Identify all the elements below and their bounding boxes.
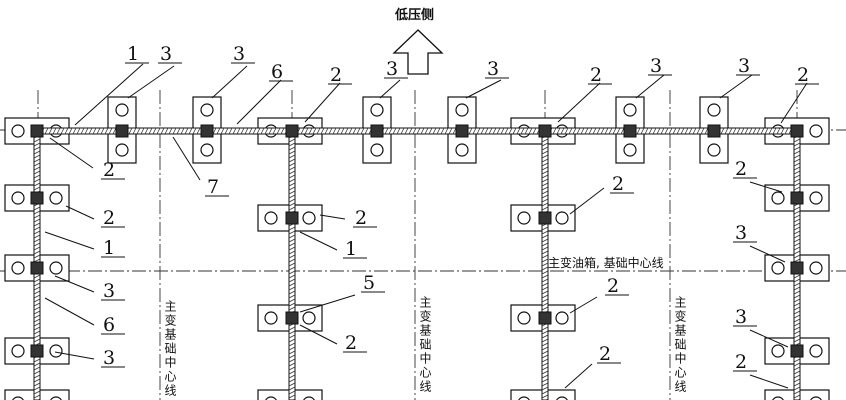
leader-line: [557, 82, 601, 123]
clamp-block: [115, 124, 129, 138]
connection-plates: [4, 96, 830, 400]
clamp-block: [538, 124, 552, 138]
clamp-block: [200, 124, 214, 138]
callout-n6: 6: [103, 314, 115, 336]
vertical-centerline-label-3: 主变基础中心线: [673, 296, 687, 394]
callout-n3: 3: [735, 222, 747, 244]
grounding-bar-vertical: [288, 130, 296, 400]
callout-n2: 2: [330, 64, 342, 86]
callout-n2: 2: [103, 207, 115, 229]
clamp-block: [30, 191, 44, 205]
callout-n2: 2: [345, 332, 357, 354]
leader-line: [749, 181, 783, 193]
vertical-centerline-label-1: 主变基础中心线: [163, 300, 177, 398]
low-voltage-side-indicator: 低压侧: [392, 7, 444, 75]
grounding-bar-horizontal: [36, 127, 798, 135]
vertical-centerline-text-3: 主变基础中心线: [673, 296, 687, 394]
leader-line: [172, 136, 201, 181]
vertical-centerline-text-2: 主变基础中心线: [418, 296, 432, 394]
bar-clamps: [30, 124, 804, 358]
tank-centerline-label: 主变油箱, 基础中心线: [548, 255, 664, 270]
leader-line: [299, 231, 338, 251]
callout-n3: 3: [738, 55, 750, 77]
clamp-block: [790, 124, 804, 138]
leader-line: [379, 79, 401, 99]
leader-line: [780, 82, 808, 124]
leader-line: [569, 187, 605, 215]
clamp-block: [790, 191, 804, 205]
clamp-block: [538, 211, 552, 225]
leader-line: [65, 205, 95, 220]
leader-line: [564, 363, 593, 389]
callout-n3: 3: [386, 58, 398, 80]
leader-line: [44, 297, 95, 326]
leader-line: [319, 214, 346, 220]
callout-n2: 2: [607, 275, 619, 297]
leader-line: [304, 82, 341, 123]
callout-n5: 5: [363, 272, 375, 294]
clamp-block: [707, 124, 721, 138]
callout-n2: 2: [355, 207, 367, 229]
leader-line: [719, 74, 753, 99]
vertical-centerline-text-1: 主变基础中心线: [163, 300, 177, 398]
callout-n3: 3: [233, 43, 245, 65]
clamp-block: [30, 261, 44, 275]
leader-line: [49, 137, 94, 169]
up-arrow-icon: [392, 29, 444, 75]
leader-line: [74, 63, 144, 126]
clamp-block: [790, 344, 804, 358]
callout-n2: 2: [612, 173, 624, 195]
callout-n2: 2: [735, 158, 747, 180]
leader-line: [127, 65, 175, 99]
clamp-block: [538, 311, 552, 325]
leader-line: [44, 231, 95, 250]
callout-n1: 1: [127, 43, 139, 65]
callout-n3: 3: [735, 306, 747, 328]
clamp-block: [455, 124, 469, 138]
callout-n7: 7: [207, 176, 219, 198]
clamp-block: [285, 124, 299, 138]
callout-n2: 2: [599, 343, 611, 365]
leader-line: [749, 245, 786, 263]
low-voltage-side-title: 低压侧: [394, 7, 434, 23]
callout-n3: 3: [650, 55, 662, 77]
clamp-block: [790, 261, 804, 275]
leader-line: [54, 275, 95, 293]
leader-line: [635, 74, 665, 99]
clamp-block: [30, 344, 44, 358]
leader-line: [211, 65, 248, 99]
callout-n1: 1: [345, 238, 357, 260]
clamp-block: [370, 124, 384, 138]
vertical-centerline-label-2: 主变基础中心线: [418, 296, 432, 394]
callout-n3: 3: [160, 43, 172, 65]
leader-line: [54, 351, 95, 360]
leader-line: [236, 79, 282, 125]
clamp-block: [623, 124, 637, 138]
clamp-block: [285, 211, 299, 225]
clamp-block: [30, 124, 44, 138]
leader-line: [299, 294, 356, 313]
clamp-block: [285, 311, 299, 325]
callout-n3: 3: [103, 347, 115, 369]
callout-n1: 1: [103, 237, 115, 259]
callout-n2: 2: [590, 64, 602, 86]
callout-n2: 2: [735, 351, 747, 373]
leader-line: [299, 324, 338, 345]
callout-n6: 6: [271, 61, 283, 83]
callout-n3: 3: [103, 280, 115, 302]
leader-line: [569, 296, 598, 314]
leader-line: [749, 374, 789, 389]
callout-n3: 3: [487, 58, 499, 80]
callout-n2: 2: [103, 159, 115, 181]
leader-line: [465, 79, 502, 99]
leader-line: [749, 329, 789, 348]
leader-lines: [44, 62, 819, 389]
callout-n2: 2: [797, 64, 809, 86]
